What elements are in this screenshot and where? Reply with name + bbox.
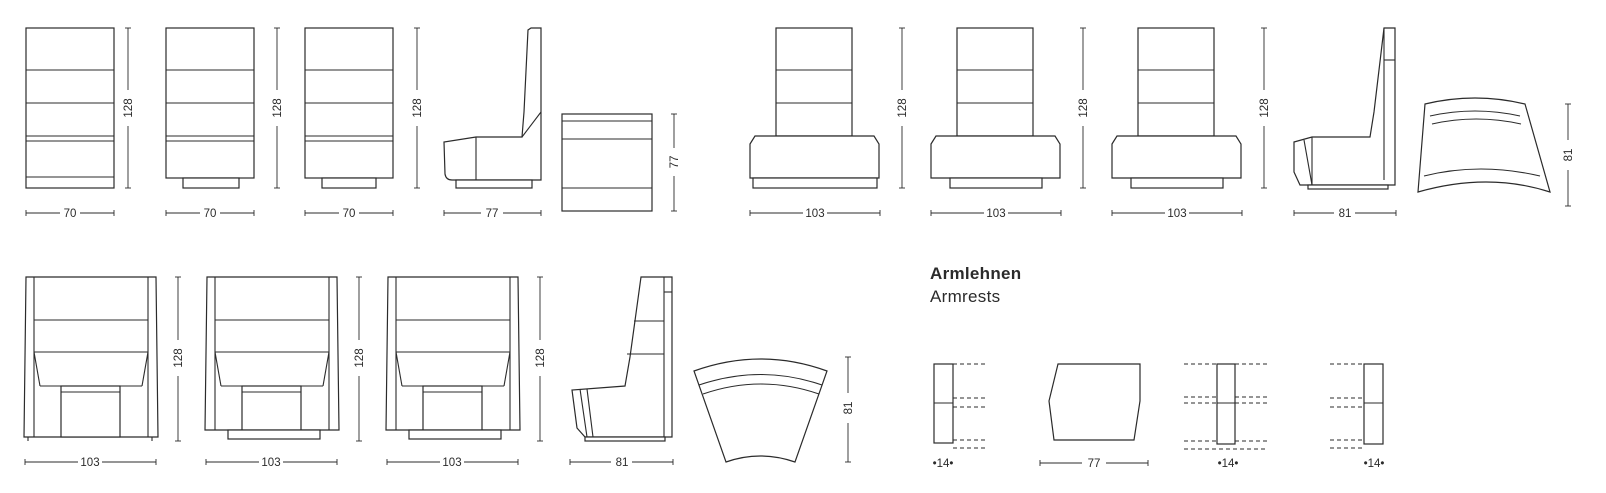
armrest-side-view xyxy=(1048,363,1141,441)
dim-height-128-1: 128 xyxy=(123,27,135,189)
dim-label: 128 xyxy=(272,98,284,117)
dim-width-70-2: 70 xyxy=(165,208,255,220)
dim-label: 81 xyxy=(1339,208,1352,220)
dim-label: 103 xyxy=(986,208,1005,220)
module-highback-103-3 xyxy=(385,276,521,440)
dim-width-81-1: 81 xyxy=(1293,208,1397,220)
module-top-view-77 xyxy=(561,113,653,212)
dim-label: 103 xyxy=(1167,208,1186,220)
dim-width-81-2: 81 xyxy=(569,457,674,469)
dim-height-128-3: 128 xyxy=(412,27,424,189)
dim-armrest-width-77: 77 xyxy=(1039,458,1149,470)
dim-label: 128 xyxy=(173,348,185,367)
dim-label: 103 xyxy=(805,208,824,220)
dim-height-128-4: 128 xyxy=(897,27,909,189)
dim-width-77: 77 xyxy=(443,208,542,220)
dim-label: 128 xyxy=(1078,98,1090,117)
dim-width-103-4: 103 xyxy=(24,457,157,469)
dim-width-70-1: 70 xyxy=(25,208,115,220)
dim-armrest-14-3: •14• xyxy=(1364,458,1385,470)
module-103-front-2 xyxy=(930,27,1061,189)
dim-label: 81 xyxy=(616,457,629,469)
dim-label: 103 xyxy=(80,457,99,469)
dim-label: 70 xyxy=(343,208,356,220)
dim-label: 128 xyxy=(354,348,366,367)
dim-label: 128 xyxy=(535,348,547,367)
dim-height-81-2: 81 xyxy=(843,356,855,463)
module-103-front-1 xyxy=(749,27,880,189)
dim-height-128-7: 128 xyxy=(173,276,185,442)
module-highback-side-view-81 xyxy=(571,276,673,442)
module-highback-103-2 xyxy=(204,276,340,440)
armrests-title-en: Armrests xyxy=(930,287,1001,306)
dim-label: 128 xyxy=(897,98,909,117)
dim-height-77: 77 xyxy=(669,113,681,212)
module-curved-top-view-2 xyxy=(693,358,828,463)
dim-width-103-5: 103 xyxy=(205,457,338,469)
dim-label: 77 xyxy=(669,156,681,169)
dim-label: 128 xyxy=(412,98,424,117)
dim-label: 77 xyxy=(1088,458,1101,470)
dim-label: 103 xyxy=(261,457,280,469)
dim-armrest-14-1: •14• xyxy=(933,458,954,470)
module-70-front-2 xyxy=(165,27,255,189)
dim-label: 128 xyxy=(1259,98,1271,117)
armrest-front-view-1 xyxy=(933,363,986,449)
dim-width-103-3: 103 xyxy=(1111,208,1243,220)
dim-armrest-14-2: •14• xyxy=(1218,458,1239,470)
dim-height-128-5: 128 xyxy=(1078,27,1090,189)
dim-width-103-6: 103 xyxy=(386,457,519,469)
dim-label: 103 xyxy=(442,457,461,469)
dim-height-128-6: 128 xyxy=(1259,27,1271,189)
dim-label: 81 xyxy=(843,402,855,415)
module-103-front-3 xyxy=(1111,27,1242,189)
dim-width-70-3: 70 xyxy=(304,208,394,220)
dim-height-81-1: 81 xyxy=(1563,103,1575,207)
dim-label: 70 xyxy=(64,208,77,220)
dim-height-128-8: 128 xyxy=(354,276,366,442)
dim-height-128-2: 128 xyxy=(272,27,284,189)
module-highback-103-1 xyxy=(23,276,159,441)
module-side-view-77 xyxy=(443,27,542,189)
armrests-title-de: Armlehnen xyxy=(930,264,1022,283)
module-side-view-81 xyxy=(1293,27,1396,190)
dim-label: 77 xyxy=(486,208,499,220)
dim-width-103-2: 103 xyxy=(930,208,1062,220)
dim-label: 81 xyxy=(1563,149,1575,162)
module-70-front-1 xyxy=(25,27,115,189)
armrest-front-view-2 xyxy=(1184,363,1268,450)
dim-height-128-9: 128 xyxy=(535,276,547,442)
dim-width-103-1: 103 xyxy=(749,208,881,220)
armrest-front-view-3 xyxy=(1330,363,1384,449)
module-70-front-3 xyxy=(304,27,394,189)
module-curved-top-view-1 xyxy=(1417,97,1551,193)
dim-label: 70 xyxy=(204,208,217,220)
dim-label: 128 xyxy=(123,98,135,117)
